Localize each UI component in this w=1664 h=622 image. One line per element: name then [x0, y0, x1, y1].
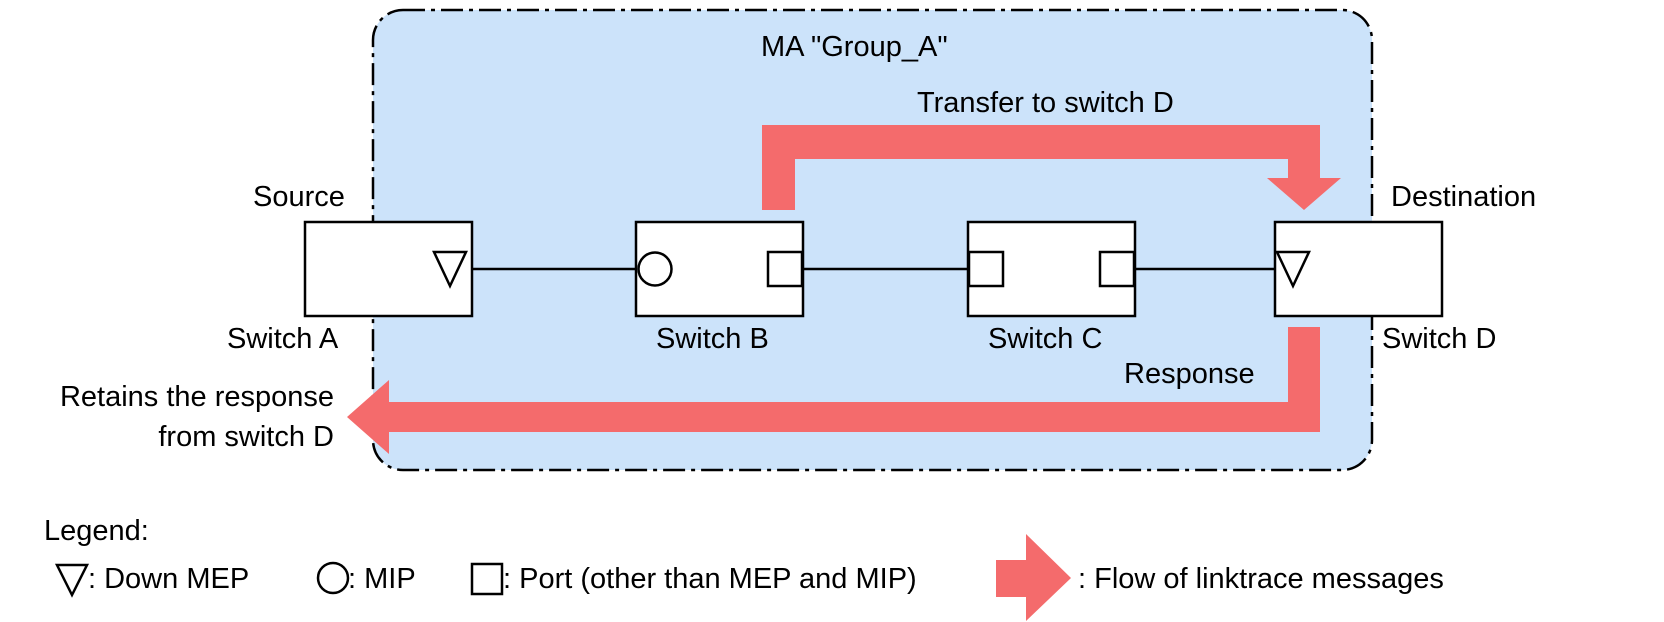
- source-label: Source: [253, 181, 345, 213]
- legend-title: Legend:: [44, 515, 149, 547]
- down-mep-icon: [54, 563, 90, 598]
- switch-c-label: Switch C: [988, 323, 1102, 355]
- switch-d-label: Switch D: [1382, 323, 1496, 355]
- switch-a-label: Switch A: [227, 323, 339, 355]
- legend: Legend: : Down MEP : MIP : Port (other t…: [44, 515, 1444, 621]
- port-icon: [967, 250, 1005, 288]
- port-icon: [766, 250, 804, 288]
- destination-label: Destination: [1391, 181, 1536, 213]
- switch-d-box: [1273, 220, 1444, 318]
- ma-title: MA "Group_A": [761, 31, 948, 63]
- legend-label-flow: : Flow of linktrace messages: [1078, 563, 1444, 595]
- response-arrow: [347, 327, 1320, 454]
- legend-label-mip: : MIP: [348, 563, 416, 595]
- transfer-label: Transfer to switch D: [917, 87, 1174, 119]
- port-icon: [1098, 250, 1136, 288]
- ma-region: MA "Group_A": [371, 8, 1374, 472]
- ma-boundary: [371, 8, 1374, 472]
- mip-icon: [637, 251, 673, 287]
- legend-label-port: : Port (other than MEP and MIP): [503, 563, 917, 595]
- port-icon: [470, 562, 504, 596]
- switch-b-label: Switch B: [656, 323, 769, 355]
- legend-label-down-mep: : Down MEP: [88, 563, 249, 595]
- flow-arrow-icon: [996, 534, 1071, 621]
- retain-label-line2: from switch D: [158, 421, 334, 453]
- down-mep-icon: [432, 250, 468, 289]
- transfer-arrow: [762, 125, 1341, 210]
- mip-icon: [316, 561, 350, 595]
- down-mep-icon: [1275, 250, 1311, 289]
- labels: Source Destination Switch A Switch B Swi…: [60, 87, 1536, 453]
- port-icons: [432, 250, 1311, 289]
- flow-arrows: [347, 125, 1341, 454]
- retain-label-line1: Retains the response: [60, 381, 334, 413]
- response-label: Response: [1124, 358, 1255, 390]
